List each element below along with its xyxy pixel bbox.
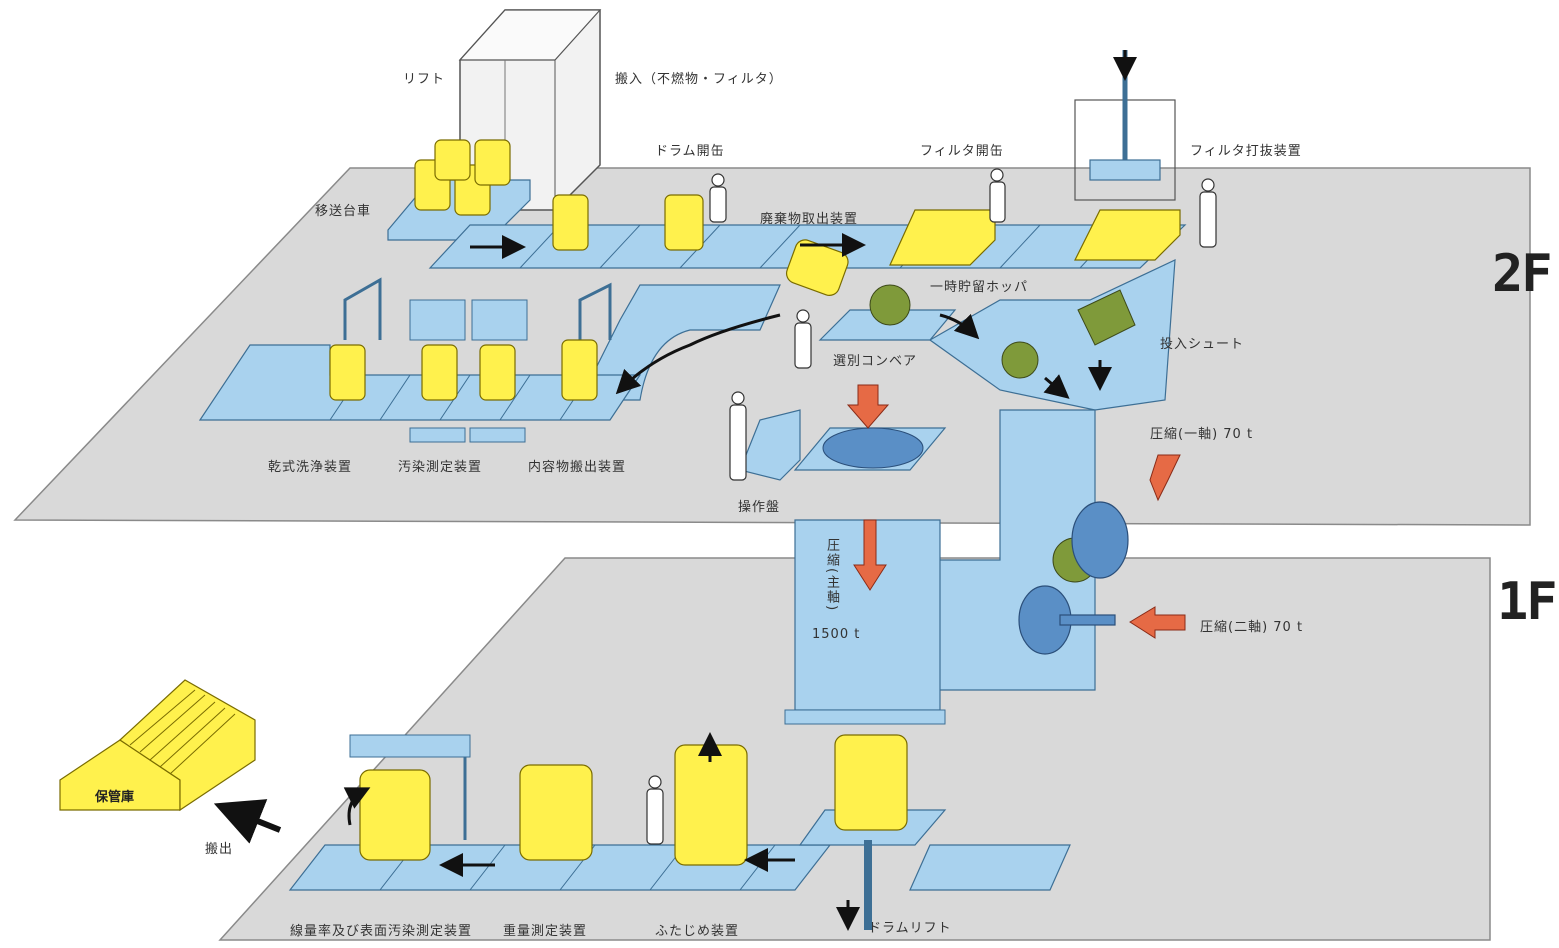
- label-lift: リフト: [403, 72, 446, 87]
- label-contam-measure: 汚染測定装置: [398, 460, 483, 475]
- control-panel: [739, 409, 947, 481]
- drums-1f: [359, 734, 908, 866]
- floor-label-1f: 1F: [1497, 572, 1558, 632]
- label-sort-conveyor: 選別コンベア: [833, 354, 918, 369]
- label-content-extract: 内容物搬出装置: [528, 460, 627, 475]
- label-drum-lift: ドラムリフト: [868, 921, 952, 936]
- flow-arrows: [343, 50, 1137, 931]
- label-control-panel: 操作盤: [738, 500, 781, 515]
- carry-out-arrow: [213, 799, 282, 844]
- press-arrows: [846, 384, 1186, 639]
- filter-boxes: [889, 209, 1181, 266]
- label-weight-measure: 重量測定装置: [503, 924, 588, 939]
- wash-station-frames: [343, 277, 612, 341]
- label-lid-device: ふたじめ装置: [655, 924, 740, 939]
- press-discs: [1018, 501, 1129, 655]
- label-dry-wash: 乾式洗浄装置: [268, 460, 353, 475]
- label-press-main-t: 1500 t: [812, 627, 861, 642]
- label-press-main: 圧縮(主軸): [824, 538, 839, 613]
- label-warehouse: 保管庫: [95, 790, 135, 805]
- workers: [646, 168, 1217, 845]
- warehouse: [59, 679, 256, 812]
- label-carry-in: 搬入（不燃物・フィルタ）: [615, 72, 783, 87]
- label-waste-extract: 廃棄物取出装置: [760, 212, 859, 227]
- label-press-axis1: 圧縮(一軸) 70 t: [1150, 427, 1254, 442]
- waste-lumps: [869, 284, 1136, 583]
- label-temp-hopper: 一時貯留ホッパ: [930, 280, 1029, 295]
- label-carry-out: 搬出: [205, 842, 234, 857]
- label-filter-punch: フィルタ打抜装置: [1190, 144, 1302, 159]
- floor-label-2f: 2F: [1492, 244, 1553, 304]
- drums-2f: [329, 139, 849, 401]
- label-filter-open: フィルタ開缶: [920, 144, 1004, 159]
- label-transfer-cart: 移送台車: [315, 204, 372, 219]
- label-press-axis2: 圧縮(二軸) 70 t: [1200, 620, 1304, 635]
- label-input-chute: 投入シュート: [1160, 337, 1245, 352]
- filter-punch-cage: [1074, 50, 1176, 201]
- dose-station-frame: [349, 734, 471, 840]
- label-dose-measure: 線量率及び表面汚染測定装置: [290, 924, 473, 939]
- label-drum-open: ドラム開缶: [655, 144, 725, 159]
